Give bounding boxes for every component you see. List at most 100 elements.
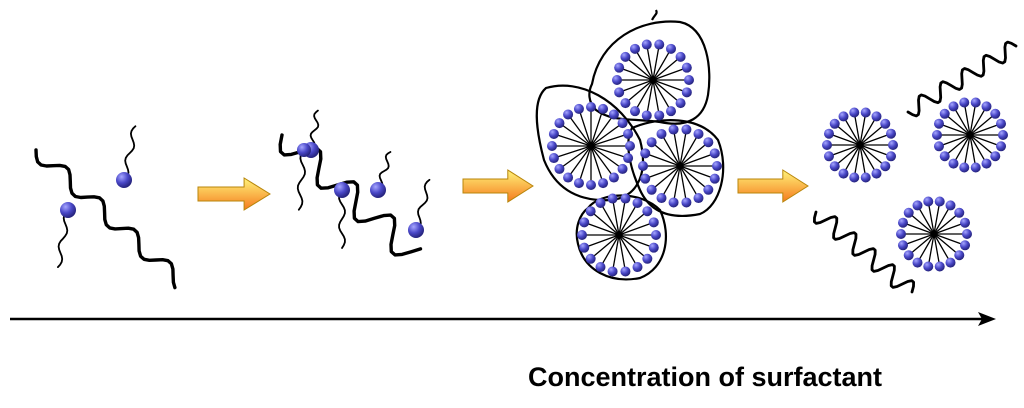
micelle-tail	[618, 234, 626, 269]
concentration-axis	[10, 312, 996, 326]
surfactant-head	[990, 151, 1001, 162]
micelle-tail	[933, 233, 940, 264]
micelle-tail	[647, 165, 681, 179]
surfactant-head	[656, 193, 667, 204]
surfactant-head	[849, 172, 860, 183]
micelle-tail	[905, 233, 935, 245]
axis-label: Concentration of surfactant	[528, 362, 883, 392]
micelle-tail	[910, 214, 935, 235]
surfactant-head	[656, 128, 667, 139]
micelle-tail	[905, 223, 935, 235]
micelle-tail	[579, 111, 592, 147]
micelle-tail	[612, 234, 620, 269]
micelle-tail	[618, 201, 626, 236]
surfactant-head	[642, 206, 653, 217]
micelle	[612, 39, 694, 121]
surfactant-head	[996, 141, 1007, 152]
micelle-tail	[928, 204, 935, 235]
surfactant-head	[595, 197, 606, 208]
surfactant-head	[668, 197, 679, 208]
surfactant-head	[932, 130, 942, 140]
micelle-tail	[918, 233, 935, 261]
surfactant-tail	[123, 125, 137, 181]
surfactant-head	[871, 111, 882, 122]
surfactant-head	[614, 62, 625, 73]
surfactant-head	[960, 217, 971, 228]
micelle-core	[650, 77, 656, 83]
process-arrow-3	[737, 169, 809, 203]
micelle-tail	[679, 165, 687, 200]
surfactant-head	[684, 75, 694, 85]
micelle-tail	[618, 234, 637, 265]
surfactant-head	[933, 141, 944, 152]
micelle-tail	[592, 234, 620, 258]
micelle-tail	[933, 204, 940, 235]
micelle-tail	[946, 134, 971, 155]
micelle-tail	[673, 165, 681, 200]
surfactant-head	[959, 162, 970, 173]
surfactant-head	[617, 163, 628, 174]
surfactant-head	[640, 173, 651, 184]
arrow-shape	[737, 169, 809, 203]
micelle-tail	[653, 165, 681, 189]
surfactant-head	[823, 151, 834, 162]
micelle-tail	[859, 134, 889, 146]
micelle-tail	[844, 144, 861, 172]
micelle-tail	[859, 115, 866, 146]
micelle-tail	[969, 134, 976, 165]
surfactant-head	[623, 153, 634, 164]
surfactant-head	[608, 172, 619, 183]
process-arrow-1	[197, 177, 271, 211]
surfactant-head	[954, 250, 965, 261]
surfactant-head	[598, 103, 609, 114]
micelle-tail	[590, 145, 621, 168]
surfactant-head	[829, 118, 840, 129]
surfactant-head	[595, 262, 606, 273]
surfactant-head	[614, 87, 625, 98]
micelle-tail	[653, 143, 681, 167]
surfactant-head	[585, 253, 596, 264]
surfactant-head	[573, 178, 584, 189]
micelle-tail	[569, 145, 592, 176]
surfactant-head	[625, 141, 635, 151]
micelle-tail	[859, 125, 884, 146]
surfactant-head	[654, 110, 665, 121]
micelle-tail	[590, 124, 621, 147]
polymer-loop	[588, 20, 711, 125]
surfactant-head	[651, 230, 661, 240]
surfactant-head	[632, 262, 643, 273]
surfactant-head	[934, 261, 945, 272]
surfactant-head	[579, 217, 590, 228]
surfactant-head	[620, 98, 631, 109]
micelle-tail	[941, 134, 971, 146]
surfactant-head	[939, 151, 950, 162]
micelle-tail	[586, 234, 620, 248]
surfactant-head	[666, 43, 676, 54]
surfactant-head	[934, 196, 945, 207]
surfactant-head	[829, 161, 840, 172]
surfactant-head	[638, 161, 648, 171]
polymer-chain	[34, 148, 177, 290]
micelle-core	[967, 132, 973, 138]
process-arrow-2	[462, 169, 534, 203]
surfactant-head	[897, 217, 908, 228]
micelle-tail	[679, 136, 698, 167]
micelle-tail	[618, 222, 652, 236]
micelle-tail	[556, 134, 592, 147]
micelle-tail	[646, 79, 654, 113]
surfactant-head	[703, 184, 714, 195]
micelle-tail	[933, 233, 963, 245]
micelle-tail	[928, 233, 935, 264]
micelle-tail	[836, 125, 861, 146]
surfactant-head	[860, 107, 871, 118]
surfactant-head	[563, 109, 574, 120]
surfactant-head	[948, 101, 959, 112]
surfactant-head	[996, 118, 1007, 129]
micelle	[547, 102, 635, 190]
surfactant-head	[703, 137, 714, 148]
surfactant-head	[675, 98, 686, 109]
micelle-tail	[910, 233, 935, 254]
micelle-core	[616, 232, 622, 238]
surfactant-head	[630, 106, 640, 117]
micelle-tail	[836, 144, 861, 165]
